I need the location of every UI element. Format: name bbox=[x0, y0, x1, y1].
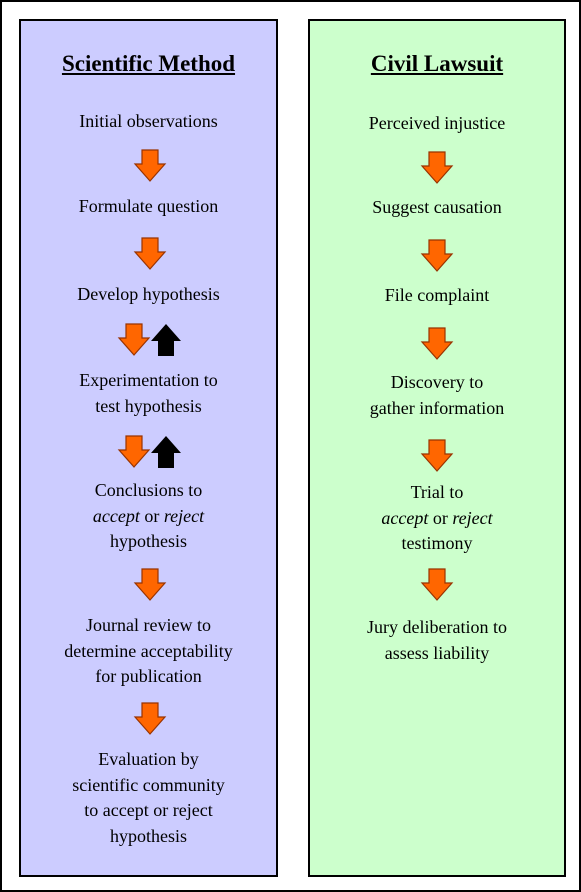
step-file-complaint: File complaint bbox=[310, 283, 564, 309]
step-develop-hypothesis: Develop hypothesis bbox=[21, 282, 276, 308]
down-arrow-icon bbox=[133, 568, 167, 601]
step-line: Experimentation to bbox=[79, 370, 218, 390]
step-line: hypothesis bbox=[109, 531, 187, 551]
step-line: to accept or reject bbox=[84, 800, 213, 820]
or-word: or bbox=[139, 505, 164, 526]
step-line: Evaluation by bbox=[98, 749, 199, 769]
step-jury-deliberation: Jury deliberation to assess liability bbox=[310, 615, 564, 666]
step-line: scientific community bbox=[72, 774, 225, 795]
down-arrow-icon bbox=[133, 702, 167, 735]
step-evaluation: Evaluation by scientific community to ac… bbox=[21, 747, 276, 849]
step-formulate-question: Formulate question bbox=[21, 194, 276, 220]
step-line: hypothesis bbox=[109, 825, 187, 846]
step-trial: Trial to accept or reject testimony bbox=[310, 480, 564, 557]
down-arrow-icon bbox=[420, 239, 454, 272]
step-line-accept-reject: accept or reject bbox=[21, 504, 276, 530]
scientific-method-title: Scientific Method bbox=[61, 51, 236, 76]
step-experimentation: Experimentation to test hypothesis bbox=[21, 368, 276, 419]
down-arrow-icon bbox=[420, 151, 454, 184]
step-suggest-causation: Suggest causation bbox=[310, 195, 564, 221]
step-perceived-injustice: Perceived injustice bbox=[310, 111, 564, 137]
down-arrow-icon bbox=[133, 237, 167, 270]
or-word: or bbox=[428, 507, 453, 528]
step-line: Initial observations bbox=[79, 111, 218, 131]
step-initial-observations: Initial observations bbox=[21, 109, 276, 135]
step-line: Develop hypothesis bbox=[77, 284, 220, 304]
down-arrow-icon bbox=[117, 323, 151, 356]
reject-word: reject bbox=[452, 507, 493, 528]
civil-lawsuit-panel: Civil Lawsuit Perceived injustice Sugges… bbox=[308, 19, 566, 877]
step-line: Conclusions to bbox=[94, 480, 203, 500]
step-line: Discovery to bbox=[390, 372, 484, 392]
down-arrow-icon bbox=[420, 439, 454, 472]
step-conclusions: Conclusions to accept or reject hypothes… bbox=[21, 478, 276, 555]
step-line-accept-reject: accept or reject bbox=[310, 506, 564, 532]
step-line: Trial to bbox=[410, 482, 464, 502]
step-line: determine acceptability bbox=[64, 640, 233, 661]
down-arrow-icon bbox=[133, 149, 167, 182]
step-line: Jury deliberation to bbox=[367, 617, 507, 637]
accept-word: accept bbox=[381, 507, 429, 528]
step-line: Perceived injustice bbox=[368, 113, 506, 133]
step-line: test hypothesis bbox=[95, 395, 202, 416]
up-arrow-icon bbox=[151, 436, 181, 468]
step-line: testimony bbox=[401, 533, 473, 553]
step-line: Formulate question bbox=[78, 196, 219, 216]
step-discovery: Discovery to gather information bbox=[310, 370, 564, 421]
step-line: Suggest causation bbox=[372, 197, 502, 217]
civil-lawsuit-title: Civil Lawsuit bbox=[370, 51, 504, 76]
up-arrow-icon bbox=[151, 324, 181, 356]
down-arrow-icon bbox=[117, 435, 151, 468]
scientific-method-panel: Scientific Method Initial observations F… bbox=[19, 19, 278, 877]
accept-word: accept bbox=[92, 505, 140, 526]
reject-word: reject bbox=[163, 505, 205, 526]
down-arrow-icon bbox=[420, 327, 454, 360]
step-line: File complaint bbox=[384, 285, 490, 305]
step-journal-review: Journal review to determine acceptabilit… bbox=[21, 613, 276, 690]
step-line: gather information bbox=[369, 397, 505, 418]
step-line: Journal review to bbox=[86, 615, 211, 635]
step-line: assess liability bbox=[384, 642, 490, 663]
down-arrow-icon bbox=[420, 568, 454, 601]
step-line: for publication bbox=[95, 666, 202, 686]
